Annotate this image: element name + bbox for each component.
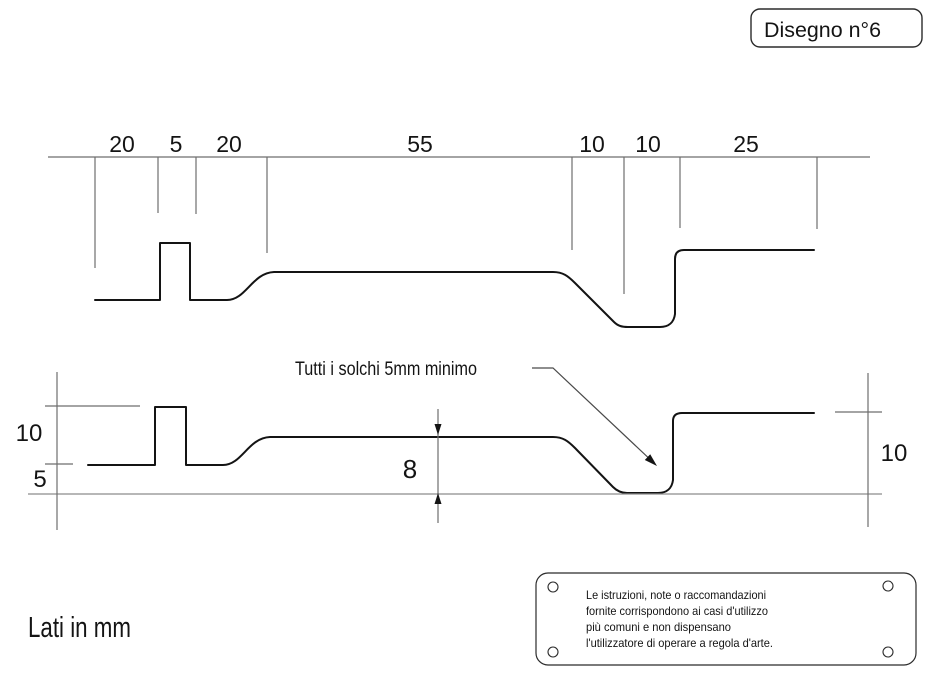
leader-arrowhead-icon <box>644 454 657 466</box>
leader-line <box>532 367 656 465</box>
title-box-border <box>750 8 923 48</box>
groove-note-label: Tutti i solchi 5mm minimo <box>295 359 477 380</box>
upper-profile-outline <box>94 242 815 328</box>
instruction-line-1: Le istruzioni, note o raccomandazioni <box>586 588 766 602</box>
screw-hole-icon <box>547 581 559 593</box>
title-box: Disegno n°6 <box>750 8 923 48</box>
dim-label-10b: 10 <box>635 131 661 157</box>
left-height-dimension <box>45 372 140 530</box>
instruction-line-2: fornite corrispondono ai casi d'utilizzo <box>586 604 768 618</box>
left-dim-label-10: 10 <box>16 420 43 447</box>
dim-label-25: 25 <box>733 131 759 157</box>
dim-label-5: 5 <box>170 131 183 157</box>
instruction-plate: Le istruzioni, note o raccomandazioni fo… <box>535 572 917 666</box>
dim-label-10a: 10 <box>579 131 605 157</box>
instruction-line-3: più comuni e non dispensano <box>586 620 731 634</box>
right-height-dimension <box>835 373 882 527</box>
middle-height-dimension: 8 <box>403 409 442 523</box>
top-dimension-chain <box>48 156 870 294</box>
middle-dim-label-8: 8 <box>403 454 417 484</box>
instruction-line-4: l'utilizzatore di operare a regola d'art… <box>586 636 773 650</box>
dim-label-20b: 20 <box>216 131 242 157</box>
instruction-plate-border <box>535 572 917 666</box>
screw-hole-icon <box>547 646 559 658</box>
units-note-label: Lati in mm <box>28 612 131 644</box>
screw-hole-icon <box>882 580 894 592</box>
top-dimension-labels: 20 5 20 55 10 10 25 <box>109 131 759 157</box>
dim-label-55: 55 <box>407 131 433 157</box>
screw-hole-icon <box>882 646 894 658</box>
dim-label-20a: 20 <box>109 131 135 157</box>
lower-profile-outline <box>87 406 815 494</box>
arrowhead-up-icon <box>434 493 442 504</box>
drawing-number-label: Disegno n°6 <box>764 19 881 42</box>
right-dim-label-10: 10 <box>881 440 908 467</box>
arrowhead-down-icon <box>434 424 442 435</box>
groove-leader: Tutti i solchi 5mm minimo <box>295 359 657 466</box>
left-dim-label-5: 5 <box>33 466 46 493</box>
